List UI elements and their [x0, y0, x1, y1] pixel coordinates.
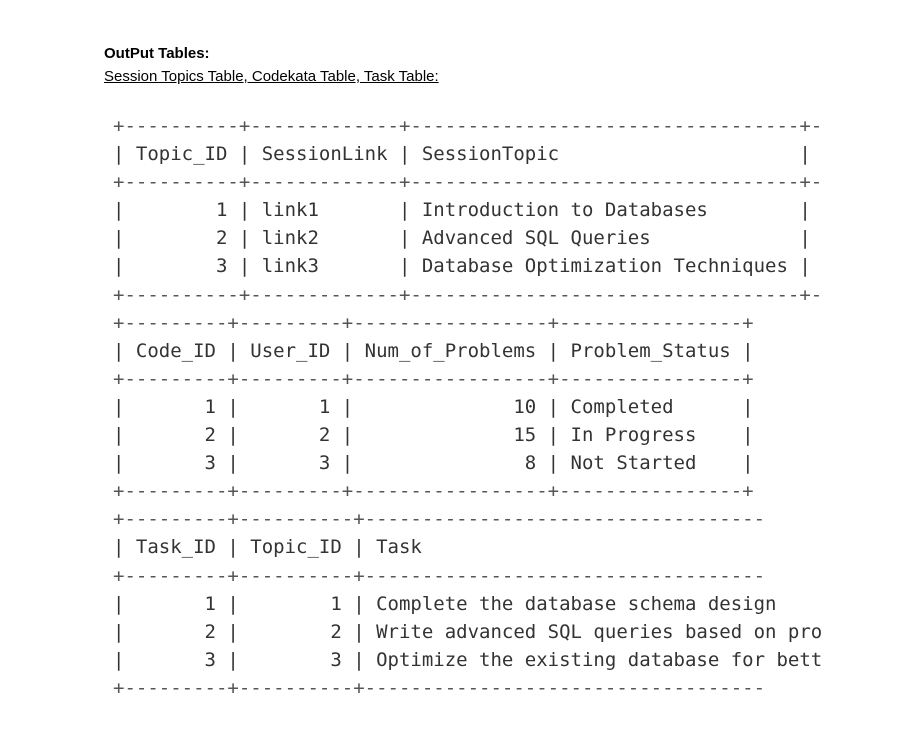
session-topics-row-3: | 3 | link3 | Database Optimization Tech…: [113, 255, 811, 278]
codekata-border-top: +---------+---------+-----------------+-…: [113, 311, 754, 334]
codekata-border-header: +---------+---------+-----------------+-…: [113, 367, 754, 390]
task-row-2: | 2 | 2 | Write advanced SQL queries bas…: [113, 620, 823, 643]
codekata-row-2: | 2 | 2 | 15 | In Progress |: [113, 424, 754, 447]
code-output-text: +----------+-------------+--------------…: [113, 112, 822, 702]
session-topics-border-top: +----------+-------------+--------------…: [113, 115, 823, 137]
code-output-panel[interactable]: +----------+-------------+--------------…: [111, 110, 822, 699]
session-topics-border-header: +----------+-------------+--------------…: [113, 171, 823, 194]
codekata-border-bottom: +---------+---------+-----------------+-…: [113, 480, 754, 503]
codekata-row-3: | 3 | 3 | 8 | Not Started |: [113, 452, 754, 475]
session-topics-border-bottom: +----------+-------------+--------------…: [113, 283, 823, 306]
codekata-row-1: | 1 | 1 | 10 | Completed |: [113, 395, 754, 418]
task-border-header: +---------+----------+------------------…: [113, 564, 766, 587]
task-row-1: | 1 | 1 | Complete the database schema d…: [113, 592, 777, 615]
session-topics-row-2: | 2 | link2 | Advanced SQL Queries |: [113, 227, 811, 250]
codekata-header-row: | Code_ID | User_ID | Num_of_Problems | …: [113, 339, 754, 362]
document-subheading: Session Topics Table, Codekata Table, Ta…: [104, 68, 439, 85]
task-border-bottom: +---------+----------+------------------…: [113, 676, 766, 699]
task-border-top: +---------+----------+------------------…: [113, 508, 766, 531]
session-topics-header-row: | Topic_ID | SessionLink | SessionTopic …: [113, 143, 811, 166]
document-heading: OutPut Tables:: [104, 45, 210, 62]
task-row-3: | 3 | 3 | Optimize the existing database…: [113, 648, 823, 671]
task-header-row: | Task_ID | Topic_ID | Task: [113, 536, 422, 559]
session-topics-row-1: | 1 | link1 | Introduction to Databases …: [113, 199, 811, 222]
